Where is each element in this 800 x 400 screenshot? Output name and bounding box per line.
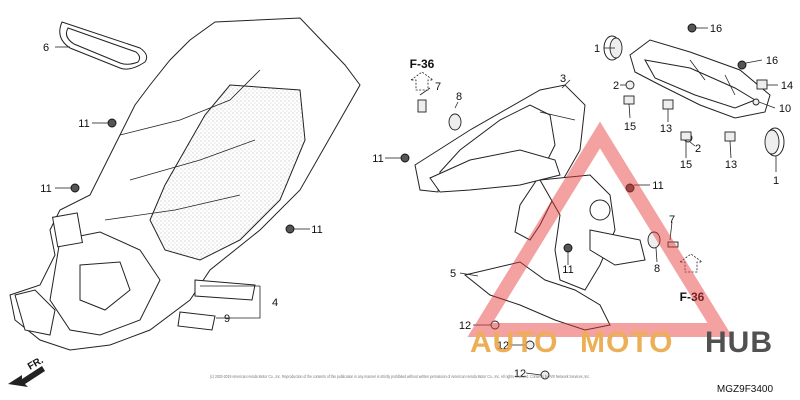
pad-part[interactable] <box>177 279 256 331</box>
callout-11a: 11 <box>78 118 89 130</box>
callout-13b: 13 <box>725 159 737 171</box>
callout-11f: 11 <box>562 264 573 276</box>
reflector-right-part[interactable] <box>764 127 785 157</box>
callout-5: 5 <box>450 268 456 280</box>
callout-12c: 12 <box>514 368 526 380</box>
callout-8a: 8 <box>456 91 462 103</box>
hardware-group <box>70 23 768 380</box>
callout-6: 6 <box>43 42 49 54</box>
callout-1b: 1 <box>773 175 779 187</box>
callout-15a: 15 <box>624 121 636 133</box>
callout-11b: 11 <box>40 183 51 195</box>
callout-16a: 16 <box>710 23 722 35</box>
callout-9: 9 <box>224 313 230 325</box>
callout-8b: 8 <box>654 263 660 275</box>
reference-f36-bottom[interactable]: F-36 <box>678 253 705 304</box>
callout-16b: 16 <box>766 55 778 67</box>
callout-leaders <box>55 27 778 376</box>
callout-2a: 2 <box>613 80 619 92</box>
rear-fender-part[interactable] <box>9 17 361 351</box>
callout-15b: 15 <box>680 159 692 171</box>
diagram-code: MGZ9F3400 <box>717 384 774 395</box>
watermark-auto: AUTO <box>470 326 558 359</box>
callout-1a: 1 <box>594 43 600 55</box>
license-bracket-part[interactable] <box>463 174 646 331</box>
callout-13a: 13 <box>660 123 672 135</box>
watermark-hub: HUB <box>705 326 773 359</box>
watermark-moto: MOTO <box>580 326 673 359</box>
callout-2b: 2 <box>695 143 701 155</box>
callout-3: 3 <box>560 73 566 85</box>
callout-11e: 11 <box>652 180 663 192</box>
rear-bracket-part[interactable] <box>414 84 586 241</box>
front-direction-indicator: FR. <box>8 355 46 387</box>
copyright-text: (c) 2003-2019 American Honda Motor Co., … <box>210 374 590 379</box>
reference-label: F-36 <box>410 57 435 71</box>
callout-11c: 11 <box>311 224 322 236</box>
reflector-bracket-part[interactable] <box>629 39 771 119</box>
callout-7a: 7 <box>435 81 441 93</box>
callout-11d: 11 <box>372 153 383 165</box>
rubber-band-part[interactable] <box>59 21 148 70</box>
callout-labels: 6 11 11 11 4 9 7 8 11 3 5 12 12 12 11 7 … <box>40 23 793 380</box>
callout-12a: 12 <box>459 320 471 332</box>
callout-12b: 12 <box>497 340 509 352</box>
reference-f36-top[interactable]: F-36 <box>410 57 435 91</box>
callout-7b: 7 <box>669 214 675 226</box>
reference-label: F-36 <box>680 290 705 304</box>
callout-4: 4 <box>272 297 278 309</box>
callout-10: 10 <box>779 103 791 115</box>
watermark: AUTO MOTO HUB <box>467 121 773 359</box>
callout-14: 14 <box>781 80 793 92</box>
